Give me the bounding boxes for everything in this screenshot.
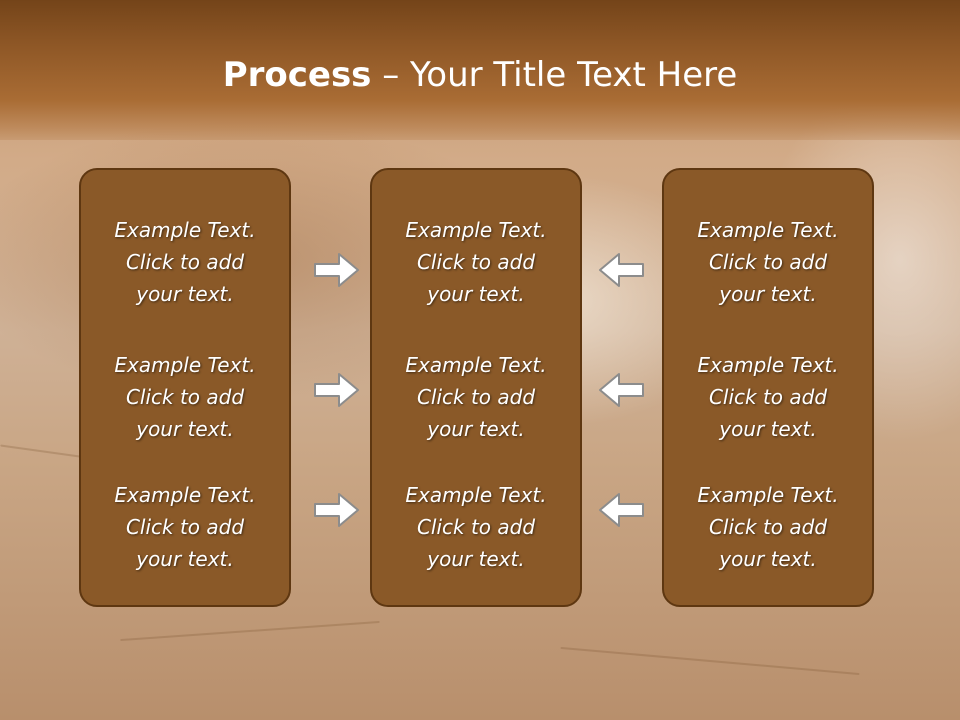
left-arrow-icon — [599, 373, 644, 407]
panel-text[interactable]: Example Text. Click to add your text. — [697, 218, 839, 306]
panel-text[interactable]: Example Text. Click to add your text. — [405, 483, 547, 571]
right-arrow-icon — [314, 253, 359, 287]
right-arrow-icon — [314, 373, 359, 407]
left-arrow-icon — [599, 253, 644, 287]
panel-text[interactable]: Example Text. Click to add your text. — [114, 483, 256, 571]
panel-left[interactable]: Example Text. Click to add your text. Ex… — [79, 168, 291, 607]
panel-text[interactable]: Example Text. Click to add your text. — [114, 353, 256, 441]
panel-text[interactable]: Example Text. Click to add your text. — [405, 353, 547, 441]
title-band — [0, 0, 960, 140]
panel-right[interactable]: Example Text. Click to add your text. Ex… — [662, 168, 874, 607]
panel-text[interactable]: Example Text. Click to add your text. — [114, 218, 256, 306]
slide-title[interactable]: Process – Your Title Text Here — [0, 55, 960, 95]
panel-text[interactable]: Example Text. Click to add your text. — [697, 353, 839, 441]
panel-text[interactable]: Example Text. Click to add your text. — [697, 483, 839, 571]
panel-text[interactable]: Example Text. Click to add your text. — [405, 218, 547, 306]
floor-crack — [560, 646, 860, 676]
title-rest: – Your Title Text Here — [371, 55, 738, 95]
floor-crack — [0, 444, 80, 458]
right-arrow-icon — [314, 493, 359, 527]
panel-middle[interactable]: Example Text. Click to add your text. Ex… — [370, 168, 582, 607]
floor-crack — [120, 620, 380, 642]
title-bold: Process — [222, 55, 372, 95]
left-arrow-icon — [599, 493, 644, 527]
